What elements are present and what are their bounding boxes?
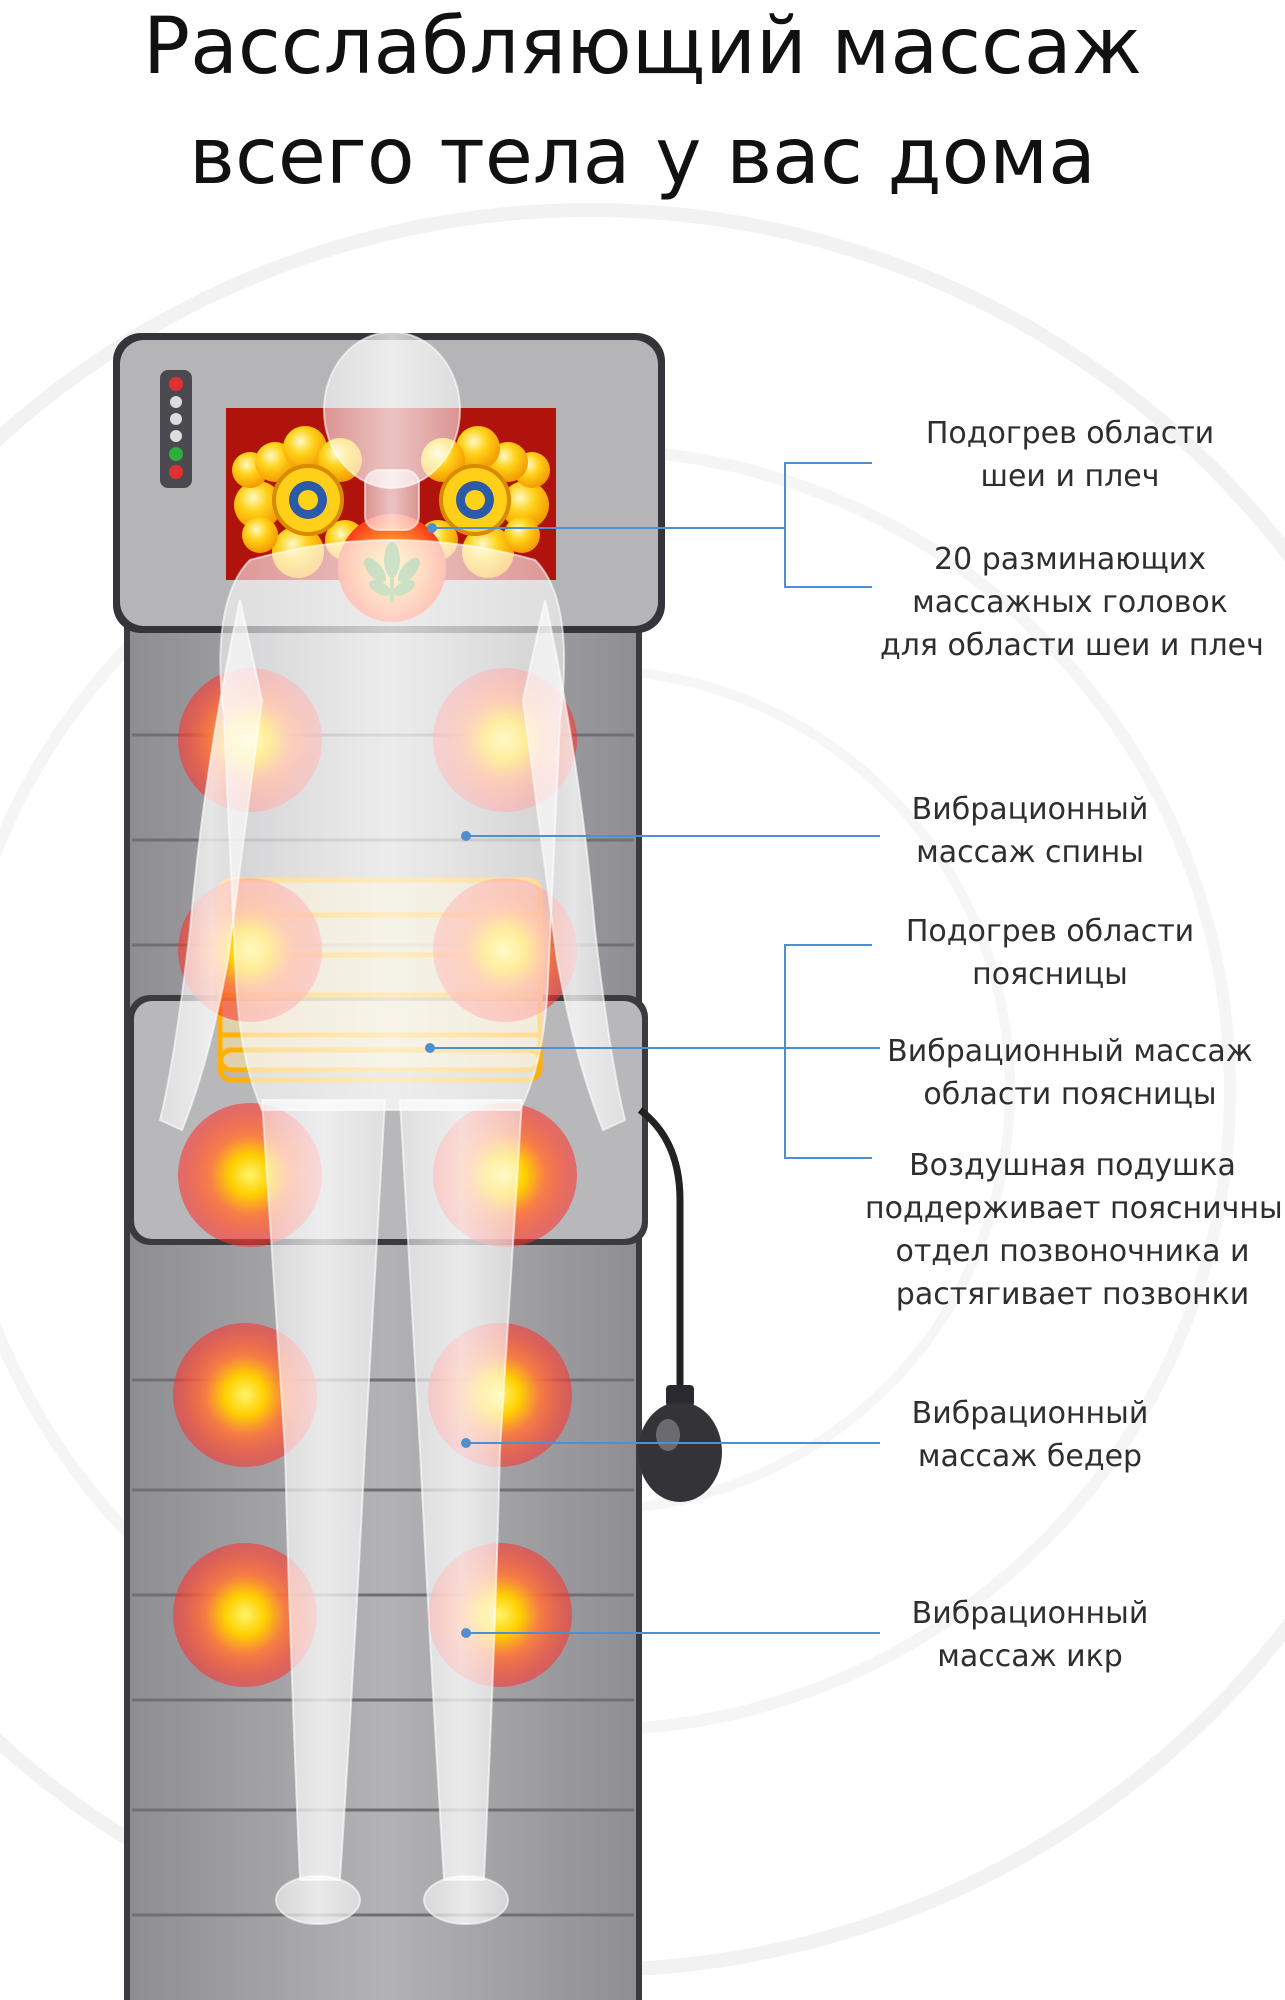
label-lumbar-heat: Подогрев области поясницы (905, 914, 1195, 992)
label-neck-heat: Подогрев области шеи и плеч (925, 416, 1215, 494)
label-air-cushion: Воздушная подушка поддерживает поясничны… (865, 1148, 1285, 1312)
page-title-line-2: всего тела у вас дома (189, 112, 1096, 202)
label-calf-vibration: Вибрационный массаж икр (911, 1596, 1149, 1674)
label-thigh-vibration: Вибрационный массаж бедер (911, 1396, 1149, 1474)
human-figure (158, 331, 627, 1925)
label-neck-massage-heads: 20 разминающих массажных головок для обл… (880, 542, 1264, 663)
label-back-vibration: Вибрационный массаж спины (911, 792, 1149, 870)
callout-lines (425, 462, 880, 1638)
page-title-line-1: Расслабляющий массаж (143, 2, 1142, 92)
control-panel (160, 370, 192, 488)
label-lumbar-vibration: Вибрационный массаж области поясницы (887, 1034, 1253, 1112)
